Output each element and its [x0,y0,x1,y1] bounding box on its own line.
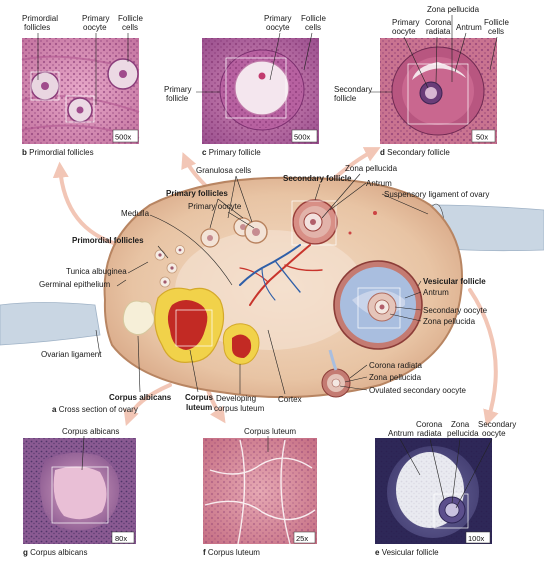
panel-a-caption: Cross section of ovary [59,405,138,414]
panel-c-caption: Primary follicle [209,148,262,157]
panel-d-letter: d [380,148,385,157]
label-corona-radiata-e-2: radiata [417,429,442,438]
svg-text:c Primary follicle: c Primary follicle [202,148,261,157]
label-secondary-follicle-d-1: Secondary [334,85,372,94]
label-primary-oocyte-b-2: oocyte [83,23,107,32]
label-primordial-follicles-b-2: follicles [24,23,50,32]
label-germinal-epithelium: Germinal epithelium [39,280,110,289]
label-primary-oocyte-a: Primary oocyte [188,202,242,211]
panel-e-letter: e [375,548,380,557]
label-primary-follicle-c-2: follicle [166,94,189,103]
panel-f-caption: Corpus luteum [208,548,260,557]
label-secondary-oocyte-a: Secondary oocyte [423,306,488,315]
svg-text:a Cross section of ovary: a Cross section of ovary [52,405,138,414]
label-zona-pellucida-a: Zona pellucida [345,164,398,173]
label-corona-radiata-d-2: radiata [426,27,451,36]
label-zona-pellucida-a3: Zona pellucida [369,373,422,382]
label-primary-oocyte-c-2: oocyte [266,23,290,32]
label-suspensory-ligament: Suspensory ligament of ovary [384,190,489,199]
panel-f-micrograph [203,438,317,545]
label-zona-pellucida-d: Zona pellucida [427,5,480,14]
panel-a-letter: a [52,405,57,414]
leader-lines [95,173,429,395]
label-cortex: Cortex [278,395,302,404]
label-follicle-cells-b-1: Follicle [118,14,143,23]
label-corona-radiata-e-1: Corona [416,420,443,429]
label-primary-follicle-c-1: Primary [164,85,192,94]
label-secondary-follicle-a: Secondary follicle [283,174,352,183]
label-follicle-cells-c-1: Follicle [301,14,326,23]
label-antrum-d: Antrum [456,23,482,32]
label-tunica-albuginea: Tunica albuginea [66,267,127,276]
label-antrum-a: Antrum [366,179,392,188]
panel-e-micrograph [375,438,492,544]
label-ovulated-secondary-oocyte: Ovulated secondary oocyte [369,386,466,395]
connector-arrows [52,147,499,427]
label-primordial-follicles-a: Primordial follicles [72,236,144,245]
panel-b-caption: Primordial follicles [29,148,93,157]
label-corpus-luteum-a-2: luteum [186,403,212,412]
svg-text:b Primordial follicles: b Primordial follicles [22,148,94,157]
label-granulosa-cells: Granulosa cells [196,166,251,175]
panel-c-micrograph [202,38,319,144]
panel-d-magnification: 50x [476,133,488,142]
label-follicle-cells-d-2: cells [488,27,504,36]
panel-b-magnification: 500x [115,133,132,142]
panel-g-letter: g [23,548,28,557]
label-secondary-oocyte-e-2: oocyte [482,429,506,438]
label-corona-radiata-d-1: Corona [425,18,452,27]
label-corpus-albicans-g: Corpus albicans [62,427,119,436]
label-corpus-albicans-a: Corpus albicans [109,393,172,402]
label-corpus-luteum-f: Corpus luteum [244,427,296,436]
label-zona-pellucida-e-2: pellucida [447,429,479,438]
svg-text:d Secondary follicle: d Secondary follicle [380,148,450,157]
label-follicle-cells-b-2: cells [122,23,138,32]
panel-d-caption: Secondary follicle [387,148,450,157]
label-secondary-follicle-d-2: follicle [334,94,357,103]
label-follicle-cells-c-2: cells [305,23,321,32]
label-primary-oocyte-b-1: Primary [82,14,110,23]
label-corpus-luteum-a-1: Corpus [185,393,214,402]
panel-f-magnification: 25x [296,534,308,543]
panel-b-letter: b [22,148,27,157]
label-vesicular-follicle: Vesicular follicle [423,277,486,286]
panel-d-micrograph [380,38,497,144]
label-developing-corpus-luteum-1: Developing [216,394,256,403]
ovary-cross-section [0,176,544,399]
label-antrum-a2: Antrum [423,288,449,297]
panel-c-letter: c [202,148,207,157]
label-primary-follicles: Primary follicles [166,189,228,198]
label-follicle-cells-d-1: Follicle [484,18,509,27]
label-medulla: Medulla [121,209,150,218]
label-antrum-e: Antrum [388,429,414,438]
panel-g-micrograph [23,438,136,544]
panel-g-magnification: 80x [115,534,127,543]
label-zona-pellucida-a2: Zona pellucida [423,317,476,326]
label-corona-radiata-a: Corona radiata [369,361,422,370]
panel-b-micrograph [21,38,140,144]
svg-text:f Corpus luteum: f Corpus luteum [203,548,260,557]
label-primordial-follicles-b-1: Primordial [22,14,58,23]
panel-g-caption: Corpus albicans [30,548,87,557]
label-secondary-oocyte-e-1: Secondary [478,420,516,429]
label-ovarian-ligament: Ovarian ligament [41,350,102,359]
label-zona-pellucida-e-1: Zona [451,420,470,429]
label-developing-corpus-luteum-2: corpus luteum [214,404,265,413]
svg-text:e Vesicular follicle: e Vesicular follicle [375,548,439,557]
label-primary-oocyte-c-1: Primary [264,14,292,23]
svg-text:g Corpus albicans: g Corpus albicans [23,548,88,557]
panel-c-magnification: 500x [294,133,311,142]
label-primary-oocyte-d-1: Primary [392,18,420,27]
panel-e-magnification: 100x [468,534,485,543]
panel-f-letter: f [203,548,206,557]
label-primary-oocyte-d-2: oocyte [392,27,416,36]
panel-e-caption: Vesicular follicle [382,548,439,557]
